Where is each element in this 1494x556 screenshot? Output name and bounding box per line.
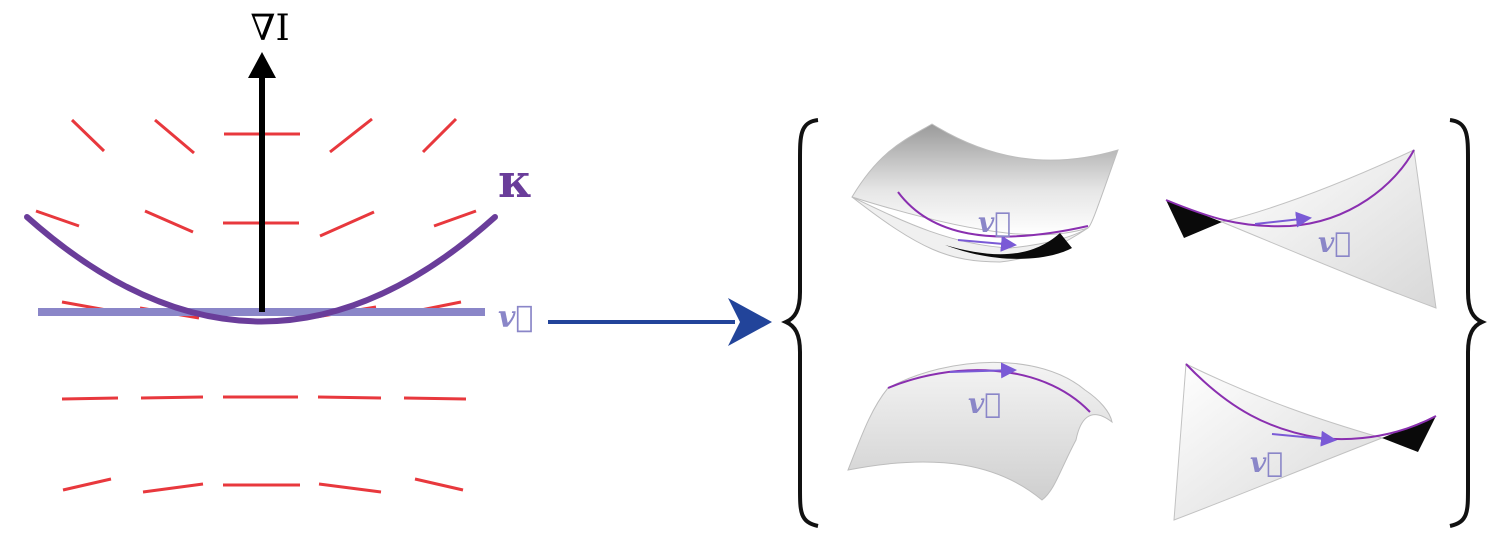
orientation-segment — [433, 209, 477, 228]
surface-bowl-vector-label: v⃗ — [978, 206, 1011, 239]
mapping-arrow — [548, 298, 772, 346]
orientation-segment — [154, 118, 195, 155]
gradient-label: ∇I — [250, 8, 289, 49]
surface-dome-vector-label: v⃗ — [968, 387, 1001, 420]
orientation-segment — [35, 209, 80, 228]
surface-saddle-bottom-vector-label: v⃗ — [1250, 446, 1283, 479]
gradient-arrow — [248, 52, 276, 312]
right-brace — [1449, 118, 1487, 528]
orientation-segment — [70, 118, 106, 153]
surface-saddle-top-vector-label: v⃗ — [1318, 226, 1351, 259]
orientation-segment — [140, 395, 204, 400]
orientation-segment — [61, 396, 119, 401]
surface-saddle-bottom — [1173, 363, 1437, 521]
curvature-label: κ — [498, 154, 532, 208]
orientation-field — [35, 117, 477, 494]
orientation-segment — [319, 210, 375, 238]
orientation-segment — [317, 395, 382, 400]
orientation-segment — [318, 482, 382, 494]
orientation-segment — [403, 396, 467, 401]
orientation-segment — [144, 209, 194, 234]
orientation-segment — [329, 117, 373, 154]
left-brace — [781, 118, 819, 528]
orientation-segment — [142, 482, 204, 494]
orientation-segment — [62, 477, 112, 492]
curvature-curve — [24, 214, 498, 325]
surface-saddle-top — [1165, 149, 1437, 309]
orientation-segment — [421, 117, 458, 154]
orientation-segment — [414, 477, 464, 492]
vector-label: v⃗ — [498, 300, 533, 335]
surface-bowl — [851, 123, 1119, 263]
surface-dome — [847, 361, 1113, 501]
